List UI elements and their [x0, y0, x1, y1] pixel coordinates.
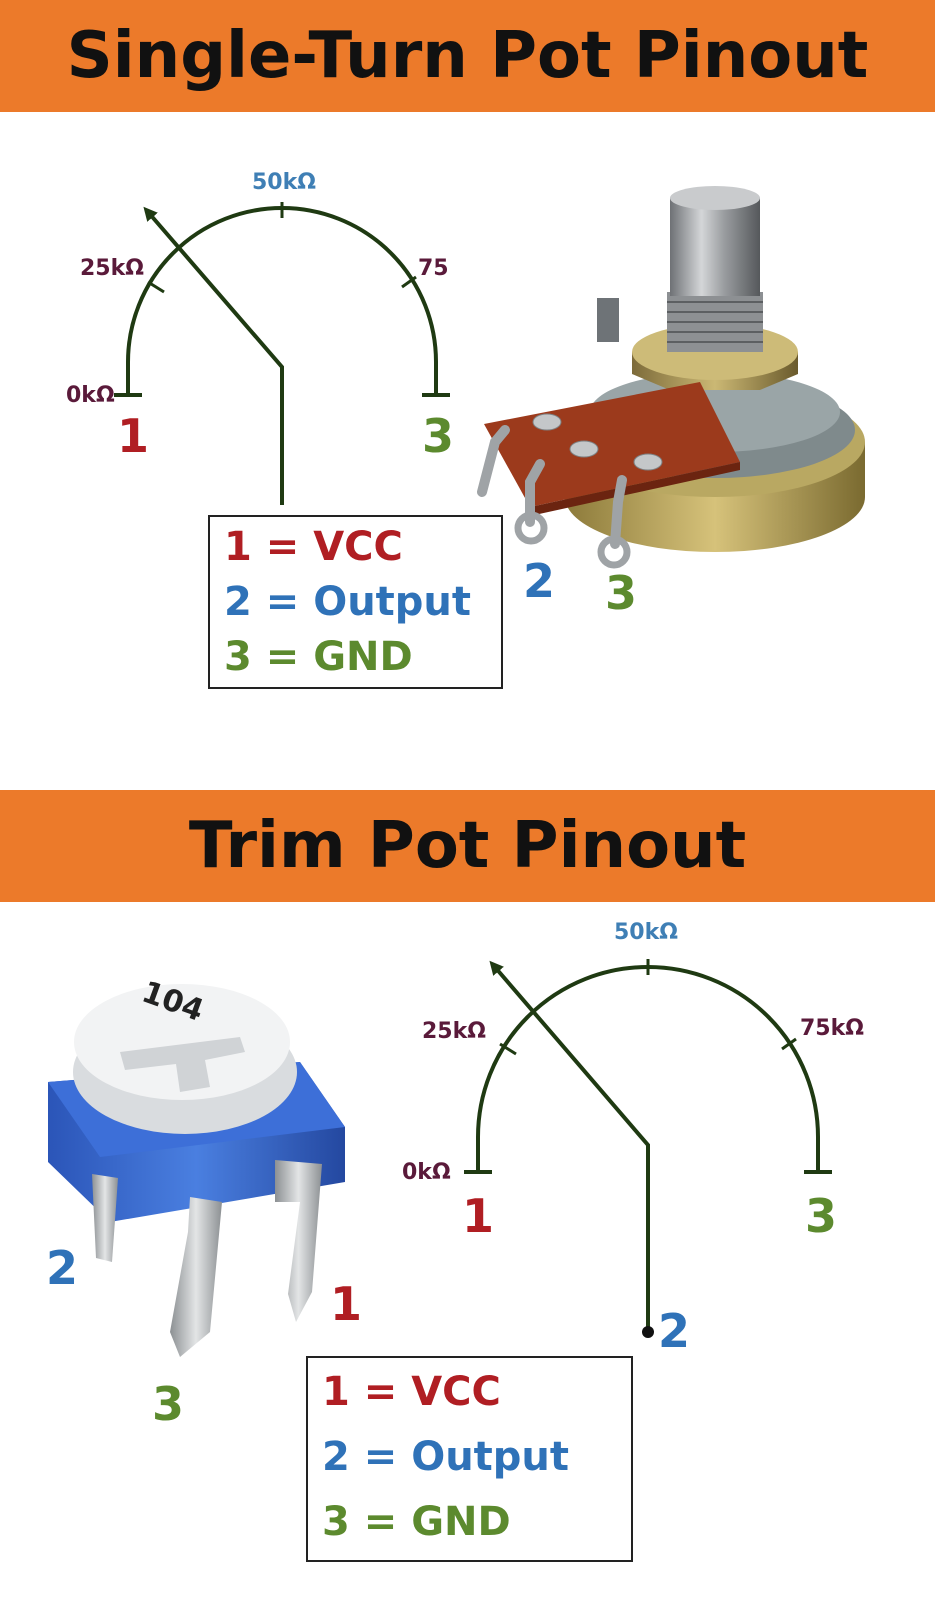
single-turn-schematic — [114, 202, 450, 505]
trim-pot-title: Trim Pot Pinout — [0, 790, 935, 902]
single-turn-schematic-pin-3: 3 — [422, 409, 454, 463]
trim-pot-legend-box — [306, 1356, 633, 1562]
single-turn-schematic-pin-1: 1 — [117, 409, 149, 463]
single-turn-photo-pin-3: 3 — [605, 566, 637, 620]
single-turn-legend-vcc: 1 = VCC — [224, 524, 403, 570]
trim-pot-photo — [48, 984, 345, 1357]
single-turn-label-0k: 0kΩ — [66, 383, 115, 408]
trim-pot-legend-vcc: 1 = VCC — [322, 1369, 501, 1415]
trim-pot-diagram: 104 2 1 3 0kΩ 25kΩ 50kΩ 75kΩ 1 3 2 1 = V… — [46, 920, 864, 1562]
trim-pot-legend-output: 2 = Output — [322, 1434, 569, 1480]
trim-pot-label-0k: 0kΩ — [402, 1160, 451, 1185]
single-turn-pot-photo — [477, 186, 865, 569]
trim-pot-schematic-pin-1: 1 — [462, 1189, 494, 1243]
trim-pot-schematic — [464, 959, 832, 1338]
trim-pot-photo-pin-3: 3 — [152, 1377, 184, 1431]
trim-pot-label-75k: 75kΩ — [800, 1016, 864, 1041]
single-turn-section: 0kΩ 25kΩ 50kΩ 75 1 3 1 = VCC 2 = Output … — [0, 112, 935, 790]
trim-pot-photo-pin-1: 1 — [330, 1277, 362, 1331]
trim-pot-section: 104 2 1 3 0kΩ 25kΩ 50kΩ 75kΩ 1 3 2 1 = V… — [0, 902, 935, 1600]
single-turn-title: Single-Turn Pot Pinout — [0, 0, 935, 112]
single-turn-label-75k: 75 — [418, 256, 449, 281]
single-turn-legend-box — [208, 515, 503, 689]
single-turn-label-25k: 25kΩ — [80, 256, 144, 281]
trim-pot-schematic-pin-2: 2 — [658, 1304, 690, 1358]
single-turn-photo-pin-2: 2 — [523, 554, 555, 608]
single-turn-legend-output: 2 = Output — [224, 579, 471, 625]
trim-pot-label-25k: 25kΩ — [422, 1019, 486, 1044]
single-turn-diagram: 0kΩ 25kΩ 50kΩ 75 1 3 1 = VCC 2 = Output … — [66, 170, 865, 689]
trim-pot-legend-gnd: 3 = GND — [322, 1499, 511, 1545]
trim-pot-photo-pin-2: 2 — [46, 1241, 78, 1295]
trim-pot-schematic-pin-3: 3 — [805, 1189, 837, 1243]
trim-pot-label-50k: 50kΩ — [614, 920, 678, 945]
single-turn-legend-gnd: 3 = GND — [224, 634, 413, 680]
single-turn-label-50k: 50kΩ — [252, 170, 316, 195]
